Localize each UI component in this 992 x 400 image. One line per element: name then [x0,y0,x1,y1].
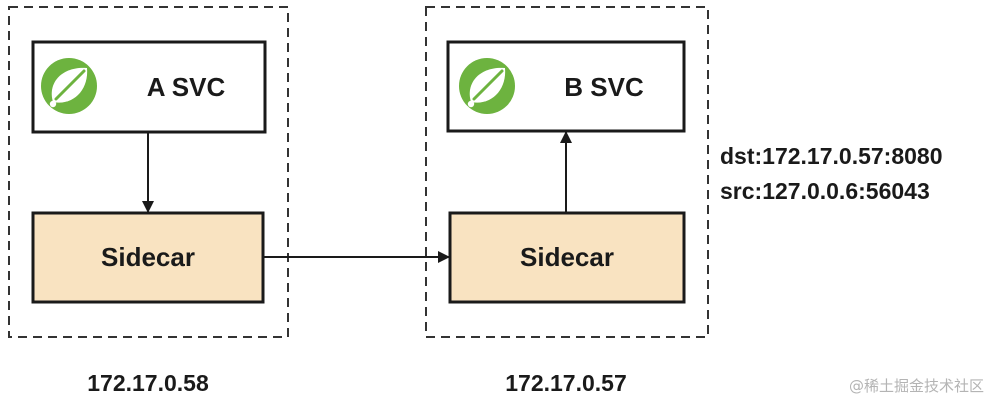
watermark: @稀土掘金技术社区 [849,377,984,395]
b-sidecar-box [448,211,686,304]
spring-leaf-icon [39,56,99,116]
pod-a-container [8,6,289,338]
b-sidecar-node[interactable]: Sidecar [448,211,686,304]
b-svc-label: B SVC [564,72,644,102]
pod-b-ip: 172.17.0.57 [505,370,627,396]
a-svc-node[interactable]: A SVC [31,40,267,134]
b-svc-node[interactable]: B SVC [446,40,686,133]
a-sidecar-label: Sidecar [101,242,195,272]
a-svc-label: A SVC [147,72,226,102]
pod-a-ip: 172.17.0.58 [87,370,209,396]
b-sidecar-label: Sidecar [520,242,614,272]
pod-b-container [425,6,709,338]
annotation-dst: dst:172.17.0.57:8080 [720,143,943,169]
a-sidecar-node[interactable]: Sidecar [31,211,265,304]
annotation-src: src:127.0.0.6:56043 [720,178,930,204]
spring-leaf-icon [457,56,517,116]
a-sidecar-box [31,211,265,304]
